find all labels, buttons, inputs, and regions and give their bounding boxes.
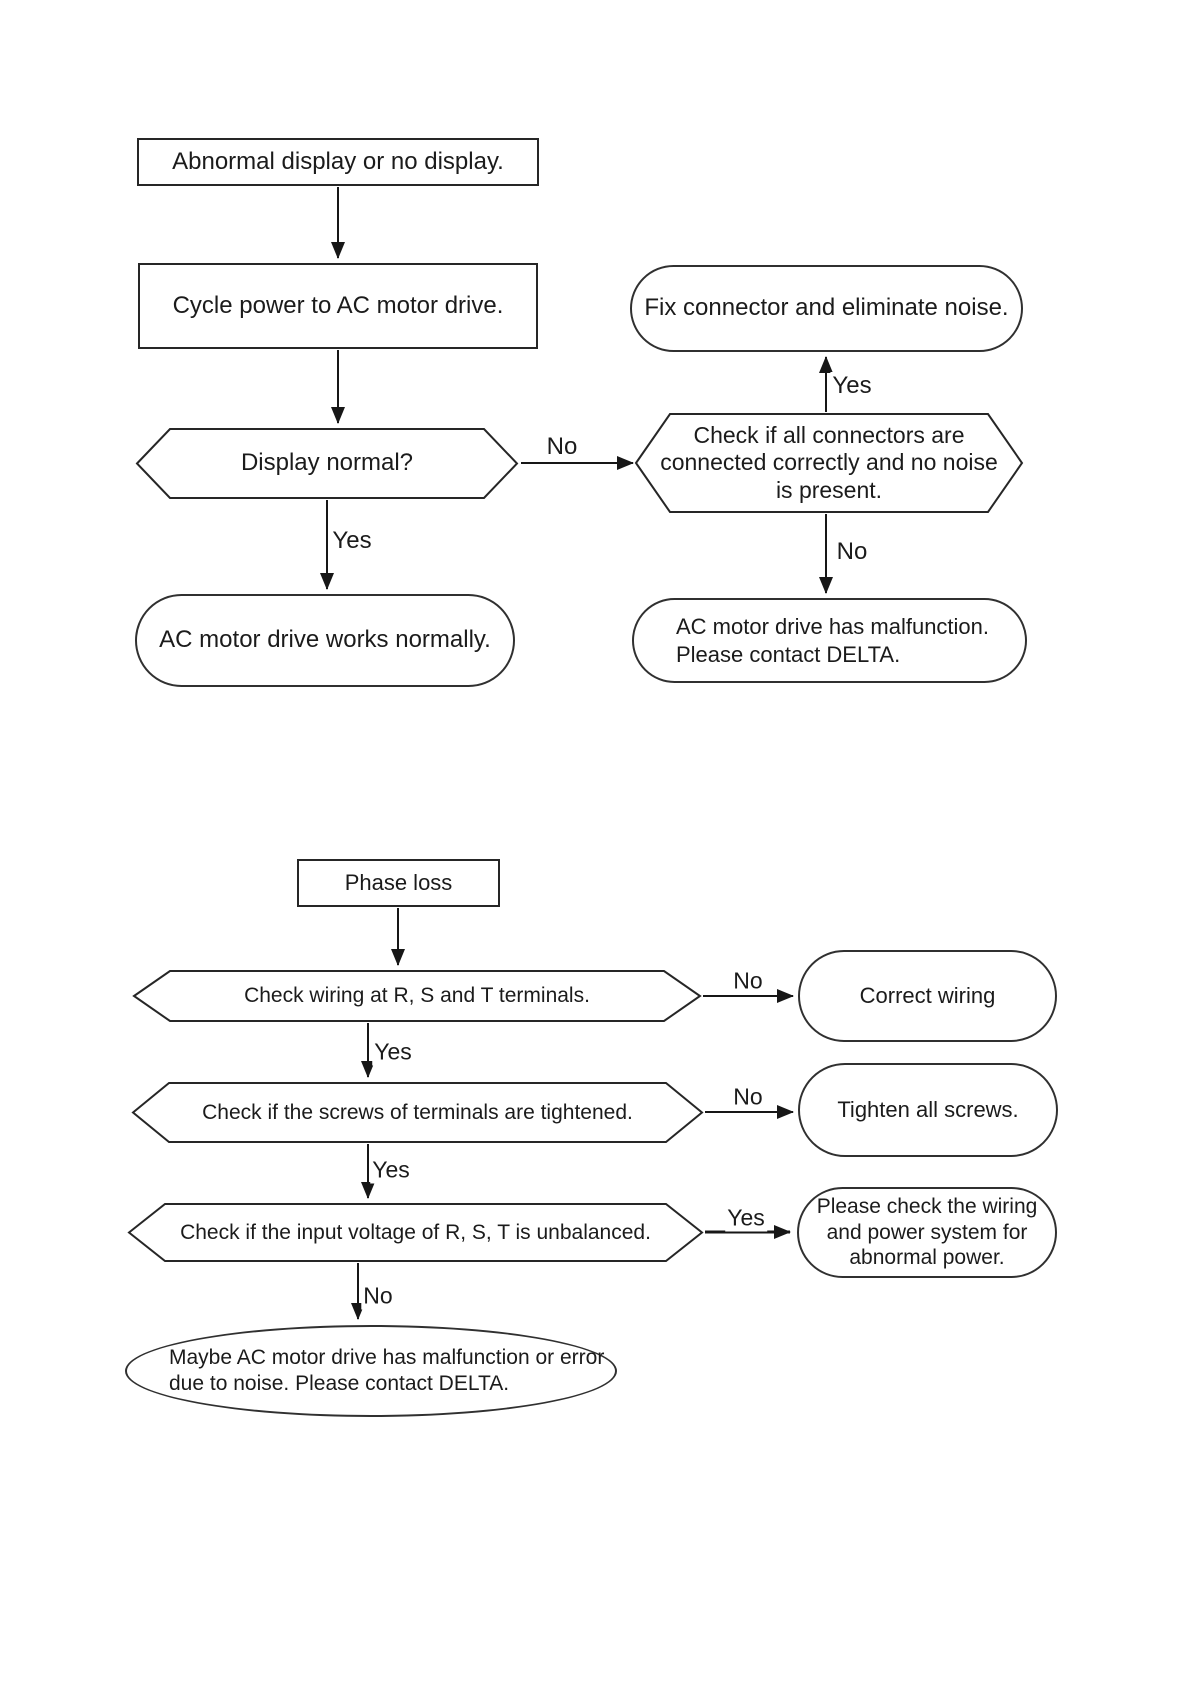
node-fix-connector: Fix connector and eliminate noise. [630,265,1023,352]
node-correct-wiring: Correct wiring [798,950,1057,1042]
decision-check-voltage-label: Check if the input voltage of R, S, T is… [180,1220,651,1244]
node-cycle-power-label: Cycle power to AC motor drive. [172,291,504,319]
node-check-power-system-label: Please check the wiring and power system… [816,1195,1038,1270]
node-tighten-screws: Tighten all screws. [798,1063,1058,1157]
node-check-power-system: Please check the wiring and power system… [797,1187,1057,1278]
edge-label-no-wiring: No [731,967,765,995]
decision-display-normal-label: Display normal? [240,449,414,477]
decision-check-screws: Check if the screws of terminals are tig… [131,1082,704,1143]
edge-label-no-screws: No [731,1083,765,1111]
node-phase-loss-label: Phase loss [344,870,453,896]
edge-label-yes-voltage: Yes [725,1204,767,1232]
edge-label-no-voltage: No [361,1282,395,1310]
node-fix-connector-label: Fix connector and eliminate noise. [644,294,1009,322]
node-contact-delta-label: AC motor drive has malfunction. Please c… [676,614,990,667]
edge-label-no-display: No [544,433,580,461]
decision-check-wiring-label: Check wiring at R, S and T terminals. [244,984,590,1008]
node-maybe-malfunction-label: Maybe AC motor drive has malfunction or … [169,1346,605,1395]
decision-check-connectors: Check if all connectors are connected co… [634,413,1024,513]
edge-label-yes-screws: Yes [370,1156,412,1184]
node-correct-wiring-label: Correct wiring [859,983,996,1009]
decision-display-normal: Display normal? [135,428,519,499]
decision-check-screws-label: Check if the screws of terminals are tig… [202,1100,633,1124]
node-abnormal-display-label: Abnormal display or no display. [172,147,504,175]
node-tighten-screws-label: Tighten all screws. [837,1097,1019,1123]
node-maybe-malfunction: Maybe AC motor drive has malfunction or … [125,1325,617,1417]
decision-check-voltage: Check if the input voltage of R, S, T is… [127,1203,704,1262]
decision-check-connectors-label: Check if all connectors are connected co… [660,422,998,503]
node-works-normally: AC motor drive works normally. [135,594,515,687]
node-contact-delta: AC motor drive has malfunction. Please c… [632,598,1027,683]
edge-label-yes-wiring: Yes [372,1038,414,1066]
node-cycle-power: Cycle power to AC motor drive. [138,263,538,349]
edge-label-yes-display: Yes [330,527,374,555]
edge-label-yes-connectors: Yes [830,372,874,400]
node-works-normally-label: AC motor drive works normally. [159,626,491,654]
node-phase-loss: Phase loss [297,859,500,907]
edge-label-no-connectors: No [834,538,870,566]
node-abnormal-display: Abnormal display or no display. [137,138,539,186]
decision-check-wiring: Check wiring at R, S and T terminals. [132,970,702,1022]
